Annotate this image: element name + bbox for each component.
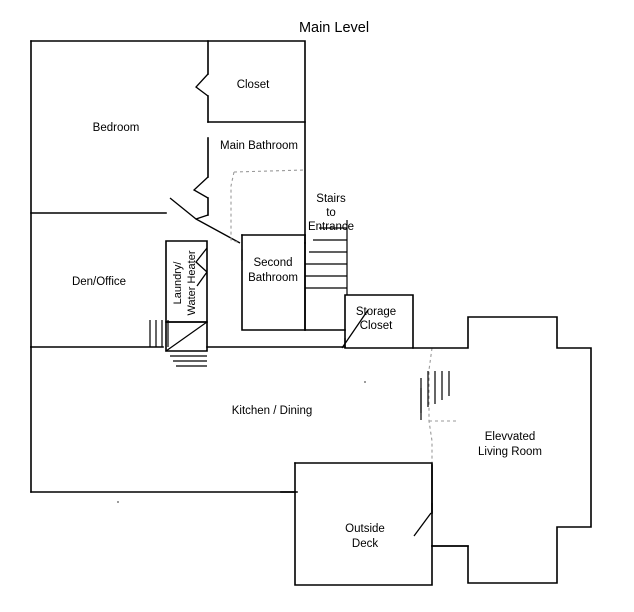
kitchen-dining-walls	[30, 346, 346, 493]
deck-to-living-room-door	[413, 503, 433, 537]
room-label-bedroom: Bedroom	[93, 122, 140, 134]
laundry-lower-alcove	[165, 321, 208, 367]
den-step-hatch	[149, 320, 169, 347]
room-label-second-bathroom-line2: Bathroom	[248, 272, 298, 284]
stairs-to-entrance-walls	[304, 242, 346, 331]
room-label-stairs-line3: Entrance	[308, 221, 354, 233]
bedroom-to-main-bathroom-door	[192, 176, 209, 199]
room-label-kitchen-dining: Kitchen / Dining	[232, 405, 313, 417]
plan-speck-kitchen-lower	[117, 501, 119, 503]
room-label-stairs-line2: to	[326, 207, 336, 219]
stairs-to-entrance-treads	[305, 220, 348, 295]
upper-block-exterior-walls	[30, 40, 306, 348]
room-label-second-bathroom-line1: Second	[253, 257, 292, 269]
room-label-den-office: Den/Office	[72, 276, 126, 288]
room-label-outside-deck-line2: Deck	[352, 538, 378, 550]
plan-speck-kitchen	[364, 381, 366, 383]
room-label-closet: Closet	[237, 79, 270, 91]
page-title: Main Level	[299, 20, 369, 36]
room-label-storage-closet-line2: Closet	[360, 320, 393, 332]
room-label-living-room-line1: Elevvated	[485, 431, 536, 443]
bedroom-hall-door	[169, 197, 241, 244]
laundry-door	[195, 247, 208, 287]
kitchen-step-down-hatch	[420, 347, 457, 465]
room-label-outside-deck-line1: Outside	[345, 523, 385, 535]
room-label-living-room-line2: Living Room	[478, 446, 542, 458]
main-bathroom-fixture-outline	[230, 169, 306, 244]
room-label-storage-closet-line1: Storage	[356, 306, 396, 318]
bedroom-walls	[30, 40, 209, 216]
room-label-laundry-line2: Water Heater	[186, 250, 198, 315]
room-label-laundry-line1: Laundry/	[172, 261, 184, 305]
room-label-stairs-line1: Stairs	[316, 193, 346, 205]
room-label-main-bathroom: Main Bathroom	[220, 140, 298, 152]
outside-deck-walls	[280, 462, 469, 586]
bedroom-to-closet-door	[195, 73, 209, 97]
